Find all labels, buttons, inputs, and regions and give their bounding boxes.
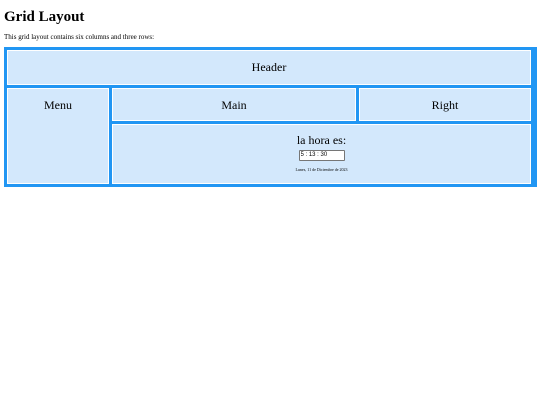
- page-title: Grid Layout: [4, 9, 85, 25]
- grid-container: Header Menu Main Right la hora es: Lunes…: [4, 47, 537, 187]
- grid-main: Main: [112, 88, 356, 121]
- clock-title: la hora es:: [296, 133, 347, 147]
- grid-footer: la hora es: Lunes, 11 de Diciembre de 20…: [112, 124, 531, 184]
- grid-header: Header: [7, 50, 531, 85]
- page-description: This grid layout contains six columns an…: [4, 33, 155, 41]
- grid-menu: Menu: [7, 88, 109, 184]
- clock-input[interactable]: [298, 150, 345, 161]
- date-text: Lunes, 11 de Diciembre de 2023: [295, 167, 348, 172]
- grid-right: Right: [359, 88, 531, 121]
